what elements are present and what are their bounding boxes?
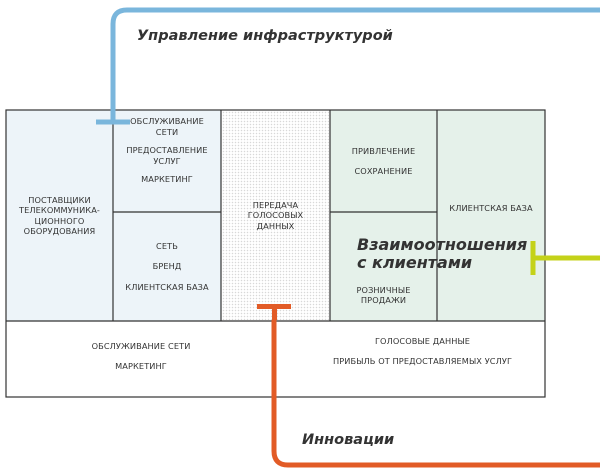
cell-network-brand: СЕТЬ БРЕНД КЛИЕНТСКАЯ БАЗА [113, 212, 221, 321]
caption-relations: Взаимоотношения с клиентами [357, 235, 528, 272]
cell-line: ТЕЛЕКОММУНИКА- [19, 205, 100, 215]
innovation-connector-line [271, 306, 600, 468]
cell-line: ПРИБЫЛЬ ОТ ПРЕДОСТАВЛЯЕМЫХ УСЛУГ [332, 355, 513, 366]
cell-line: ЦИОННОГО [34, 215, 85, 226]
cell-line: ГОЛОСОВЫХ [247, 210, 304, 221]
cell-line: ГОЛОСОВЫЕ ДАННЫЕ [374, 336, 471, 346]
cell-line: СОХРАНЕНИЕ [354, 166, 413, 176]
cell-line: СЕТИ [155, 126, 179, 137]
cell-bottom-left: ОБСЛУЖИВАНИЕ СЕТИ МАРКЕТИНГ [6, 321, 276, 397]
innovation-connector-stem-overlay [271, 306, 277, 320]
caption-infrastructure: Управление инфраструктурой [137, 28, 393, 44]
cell-attract-retain: ПРИВЛЕЧЕНИЕ СОХРАНЕНИЕ [330, 110, 437, 212]
upper-mid-fill [113, 110, 221, 212]
caption-innovation: Инновации [302, 432, 395, 448]
diagram-grid [5, 109, 546, 398]
cell-network-services: ОБСЛУЖИВАНИЕ СЕТИ ПРЕДОСТАВЛЕНИЕ УСЛУГ М… [113, 116, 221, 208]
cell-suppliers: ПОСТАВЩИКИ ТЕЛЕКОММУНИКА- ЦИОННОГО ОБОРУ… [6, 110, 113, 321]
cell-line: УСЛУГ [153, 155, 181, 166]
retail-fill [330, 212, 437, 321]
cell-voice-data: ПЕРЕДАЧА ГОЛОСОВЫХ ДАННЫХ [221, 110, 330, 321]
cell-line: ПЕРЕДАЧА [252, 199, 299, 210]
cell-line: ОБСЛУЖИВАНИЕ [130, 116, 204, 126]
cell-line: ДАННЫХ [256, 220, 295, 231]
cell-line: ПРЕДОСТАВЛЕНИЕ [126, 145, 208, 155]
cell-line: ПРИВЛЕЧЕНИЕ [351, 145, 416, 156]
cell-line: МАРКЕТИНГ [115, 360, 167, 371]
infrastructure-connector-line [110, 7, 600, 122]
cell-line: ПРОДАЖИ [360, 295, 407, 305]
cell-line: КЛИЕНТСКАЯ БАЗА [125, 281, 209, 292]
attract-fill [330, 110, 437, 212]
cell-line: КЛИЕНТСКАЯ БАЗА [449, 202, 533, 213]
cell-line: БРЕНД [152, 261, 182, 272]
cell-retail: РОЗНИЧНЫЕ ПРОДАЖИ [330, 280, 437, 310]
cell-line: РОЗНИЧНЫЕ [356, 284, 411, 295]
suppliers-fill [6, 110, 113, 321]
cell-client-base: КЛИЕНТСКАЯ БАЗА [437, 196, 545, 220]
cell-line: МАРКЕТИНГ [141, 174, 193, 184]
cell-line: ОБОРУДОВАНИЯ [23, 226, 96, 236]
cell-line: ПОСТАВЩИКИ [28, 194, 91, 205]
cell-line: СЕТЬ [156, 240, 178, 251]
voice-column-texture [222, 111, 329, 320]
cell-bottom-right: ГОЛОСОВЫЕ ДАННЫЕ ПРИБЫЛЬ ОТ ПРЕДОСТАВЛЯЕ… [300, 321, 545, 381]
cell-line: ОБСЛУЖИВАНИЕ СЕТИ [91, 341, 191, 351]
client-base-fill [437, 110, 545, 321]
lower-mid-fill [113, 212, 221, 321]
